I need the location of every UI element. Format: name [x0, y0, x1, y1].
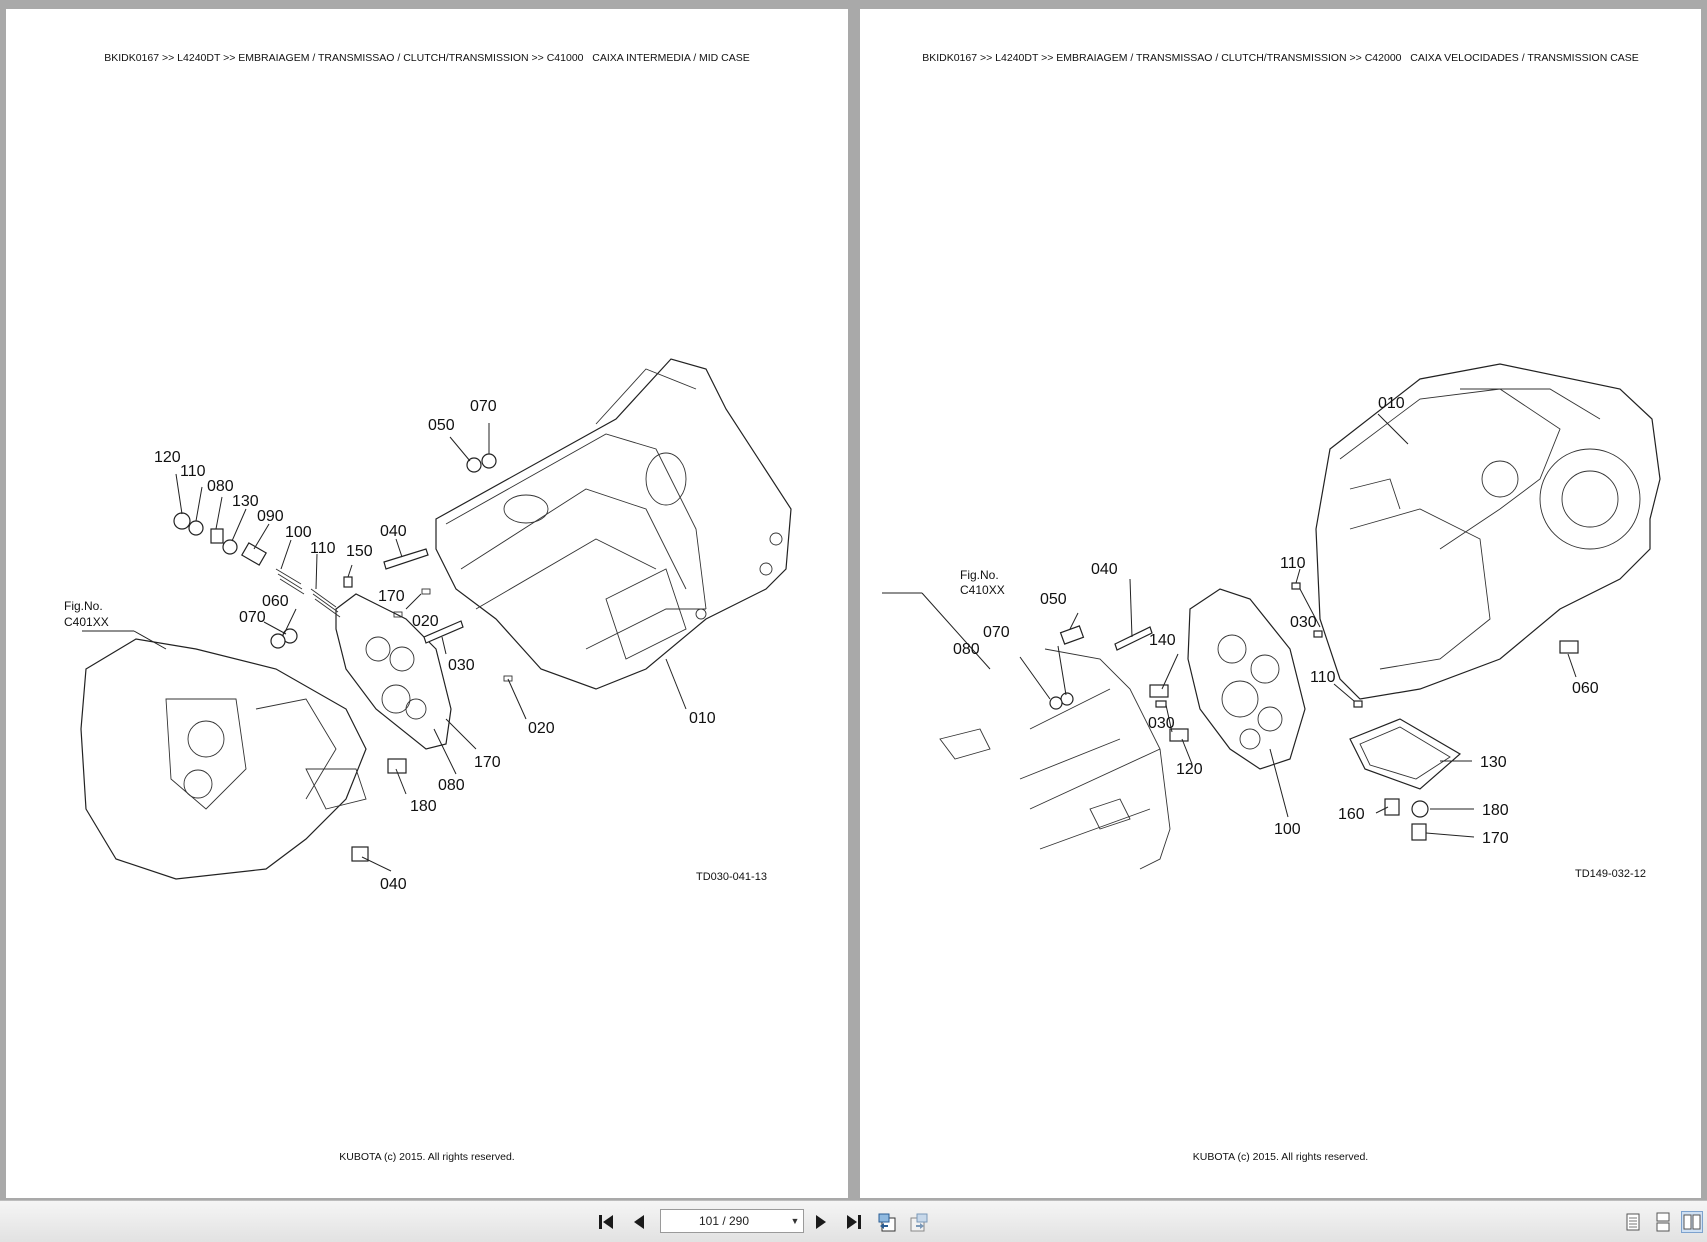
callout-030: 030: [448, 657, 475, 674]
callout-090: 090: [257, 508, 284, 525]
mid-case-outline: [939, 648, 1171, 870]
small-parts: [1049, 582, 1579, 841]
callout-070: 070: [983, 624, 1010, 641]
viewer-toolbar: 101 / 290 ▼: [0, 1200, 1707, 1242]
first-page-icon[interactable]: [596, 1211, 618, 1233]
callout-060a: 050: [428, 417, 455, 434]
callout-040: 040: [380, 523, 407, 540]
callout-010: 010: [689, 710, 716, 727]
left-page: BKIDK0167 >> L4240DT >> EMBRAIAGEM / TRA…: [6, 9, 848, 1198]
callout-130: 140: [1149, 632, 1176, 649]
callout-170b: 170: [474, 754, 501, 771]
callout-150: 120: [154, 449, 181, 466]
callout-110b: 110: [1310, 669, 1336, 686]
callout-170: 170: [1482, 830, 1509, 847]
callout-100: 080: [207, 478, 234, 495]
callout-120: 120: [1176, 761, 1203, 778]
fig-ref-label: Fig.No.: [960, 568, 999, 582]
drawing-code: TD149-032-12: [1575, 868, 1646, 880]
next-page-icon[interactable]: [810, 1211, 832, 1233]
right-footer: KUBOTA (c) 2015. All rights reserved.: [1192, 1151, 1369, 1163]
callout-020a: 020: [412, 613, 439, 630]
leader-lines: [82, 423, 687, 872]
left-footer: KUBOTA (c) 2015. All rights reserved.: [339, 1151, 515, 1163]
single-page-icon[interactable]: [1622, 1211, 1644, 1233]
callout-040: 040: [1091, 561, 1118, 578]
callout-080: 080: [438, 777, 465, 794]
callout-180: 180: [410, 798, 437, 815]
transmission-case: [1315, 363, 1661, 700]
callout-labels: 010 040 050 070 080 140 030 120 100 110 …: [953, 395, 1646, 880]
callout-140: 110: [180, 463, 206, 480]
chevron-down-icon[interactable]: ▼: [790, 1216, 800, 1226]
mid-case-exploded-diagram: 120 110 080 130 090 100 110 150 040 050 …: [64, 358, 792, 893]
transmission-case-exploded-diagram: 010 040 050 070 080 140 030 120 100 110 …: [882, 363, 1661, 880]
page-indicator[interactable]: 101 / 290: [698, 1214, 750, 1228]
callout-050: 050: [1040, 591, 1067, 608]
fig-ref-label: Fig.No.: [64, 599, 103, 613]
page-number-field[interactable]: 101 / 290 ▼: [660, 1209, 804, 1233]
right-page: BKIDK0167 >> L4240DT >> EMBRAIAGEM / TRA…: [860, 9, 1701, 1198]
fig-ref-code: C401XX: [64, 615, 109, 629]
callout-170a: 170: [378, 588, 405, 605]
callout-160: 160: [1338, 806, 1365, 823]
two-page-icon[interactable]: [1681, 1211, 1703, 1233]
callout-060b: 060: [262, 593, 289, 610]
prev-page-icon[interactable]: [628, 1211, 650, 1233]
callout-070b: 070: [239, 609, 266, 626]
callout-160: 150: [346, 543, 373, 560]
callout-140: 130: [1480, 754, 1507, 771]
continuous-icon[interactable]: [1652, 1211, 1674, 1233]
callout-080: 080: [953, 641, 980, 658]
callout-020b: 020: [528, 720, 555, 737]
callout-060: 060: [1572, 680, 1599, 697]
callout-030b: 030: [1290, 614, 1317, 631]
last-page-icon[interactable]: [842, 1211, 864, 1233]
callout-110: 110: [310, 540, 336, 557]
callout-010: 010: [1378, 395, 1405, 412]
right-breadcrumb: BKIDK0167 >> L4240DT >> EMBRAIAGEM / TRA…: [922, 52, 1639, 64]
forward-view-icon[interactable]: [908, 1211, 930, 1233]
callout-120: 100: [285, 524, 312, 541]
fig-ref-code: C410XX: [960, 583, 1005, 597]
small-parts: [173, 453, 513, 862]
callout-070a: 070: [470, 398, 497, 415]
oil-pan: [1349, 718, 1462, 790]
clutch-housing: [80, 638, 367, 880]
callout-130: 130: [232, 493, 259, 510]
leader-lines: [882, 413, 1577, 838]
left-breadcrumb: BKIDK0167 >> L4240DT >> EMBRAIAGEM / TRA…: [104, 52, 750, 64]
callout-100: 100: [1274, 821, 1301, 838]
mid-case-housing: [435, 358, 792, 690]
bearing-plate: [1187, 588, 1306, 770]
callout-110a: 110: [1280, 555, 1306, 572]
back-view-icon[interactable]: [876, 1211, 898, 1233]
drawing-code: TD030-041-13: [696, 871, 767, 883]
callout-180: 180: [1482, 802, 1509, 819]
callout-050: 040: [380, 876, 407, 893]
callout-030a: 030: [1148, 715, 1175, 732]
callout-labels: 120 110 080 130 090 100 110 150 040 050 …: [64, 398, 767, 893]
mid-plate: [335, 593, 452, 750]
document-viewer: BKIDK0167 >> L4240DT >> EMBRAIAGEM / TRA…: [6, 9, 1701, 1198]
